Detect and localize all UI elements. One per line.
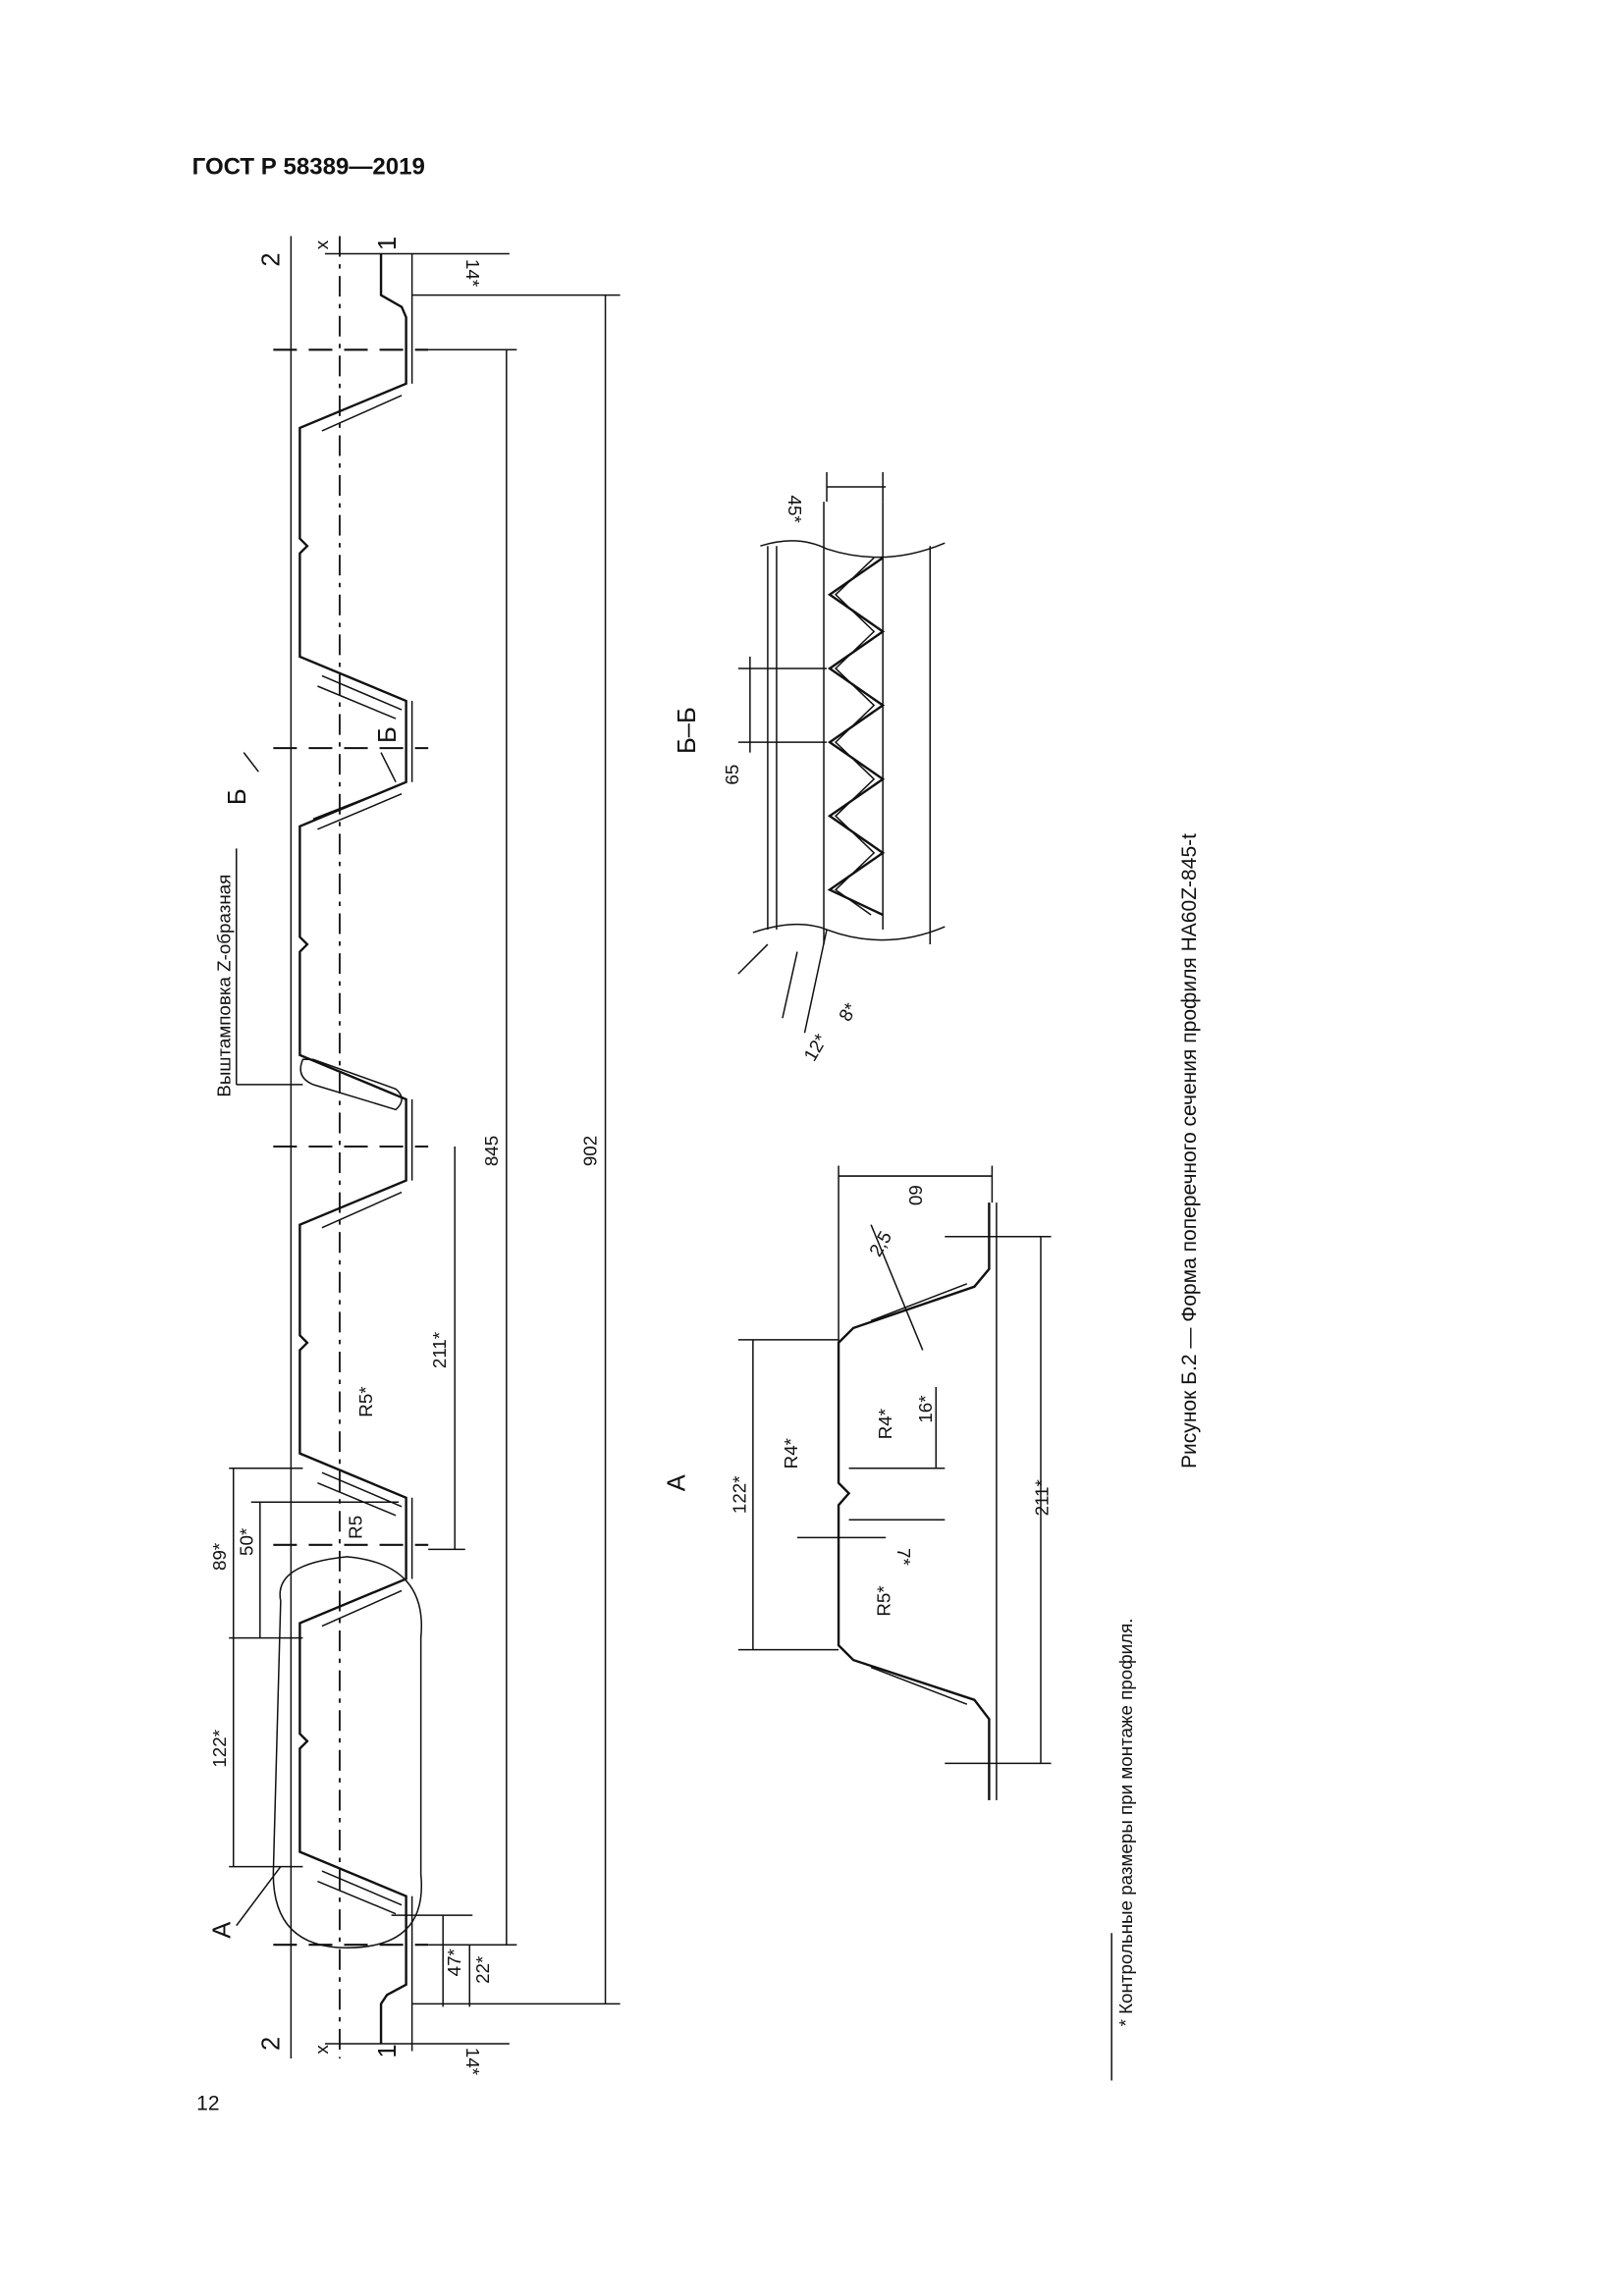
detail-a: А 122* R4* R4* 16* 7* R5* 2,5 60 211*: [664, 1165, 1053, 1800]
section-bb-title: Б–Б: [674, 707, 701, 754]
dim-122: 122*: [209, 1729, 230, 1767]
dim-8: 8*: [835, 998, 861, 1024]
dimension-lines: [229, 252, 621, 2045]
footnote: * Контрольные размеры при монтаже профил…: [1115, 1619, 1136, 2027]
figure-caption: Рисунок Б.2 — Форма поперечного сечения …: [1178, 833, 1201, 1468]
page-number: 12: [196, 2093, 219, 2115]
section-mark-left: Б: [224, 788, 251, 805]
detail-a-outline: [272, 1556, 423, 1949]
detail-a-r5: R5*: [874, 1585, 894, 1617]
detail-a-dim-2-5: 2,5: [865, 1227, 895, 1259]
detail-a-title: А: [664, 1474, 691, 1491]
zigzag-profile: [827, 557, 886, 917]
section-bb: Б–Б 65 45* 12* 8*: [674, 472, 946, 1065]
label-2-bottom: 2: [257, 2037, 285, 2051]
detail-a-mark: А: [209, 1922, 237, 1939]
profile-outline: [298, 253, 407, 2044]
detail-a-dim-60: 60: [905, 1185, 926, 1205]
dim-89: 89*: [209, 1542, 230, 1571]
radius-r5: R5: [346, 1516, 366, 1539]
radius-r5-star: R5*: [355, 1386, 376, 1417]
section-mark-right: Б: [374, 726, 402, 743]
label-1-bottom: 1: [374, 2044, 402, 2057]
dim-65: 65: [722, 765, 742, 785]
detail-a-dim-7: 7*: [893, 1548, 914, 1566]
main-profile-view: 2 2 x x 1 1 14* 14* 845 902 211* 122* 89…: [209, 236, 621, 2076]
dim-211: 211*: [429, 1331, 450, 1368]
detail-a-r4-left: R4*: [781, 1437, 801, 1468]
dim-902: 902: [580, 1136, 601, 1166]
detail-a-r4-right: R4*: [875, 1408, 895, 1439]
standard-header: ГОСТ Р 58389—2019: [192, 153, 425, 180]
detail-a-dim-16: 16*: [915, 1395, 936, 1423]
stamping-note: Выштамповка Z-образная: [214, 875, 235, 1097]
dim-50: 50*: [236, 1527, 256, 1556]
dim-22: 22*: [472, 1955, 493, 1984]
dim-14-bottom: 14*: [462, 2048, 483, 2076]
dim-12: 12*: [799, 1030, 832, 1065]
label-1-top: 1: [374, 237, 402, 250]
dim-14-top: 14*: [462, 259, 483, 288]
detail-a-dim-211: 211*: [1032, 1478, 1053, 1516]
dim-45: 45*: [785, 496, 805, 524]
detail-a-profile: [837, 1202, 991, 1800]
dim-47: 47*: [444, 1948, 464, 1976]
label-x-top: x: [311, 240, 332, 249]
detail-a-dim-122: 122*: [729, 1475, 749, 1514]
rib-boundary-lines: [273, 348, 429, 1947]
label-x-bottom: x: [311, 2045, 332, 2055]
stamping-slots: [299, 387, 403, 1915]
dim-845: 845: [481, 1136, 502, 1166]
label-2-top: 2: [257, 252, 285, 266]
